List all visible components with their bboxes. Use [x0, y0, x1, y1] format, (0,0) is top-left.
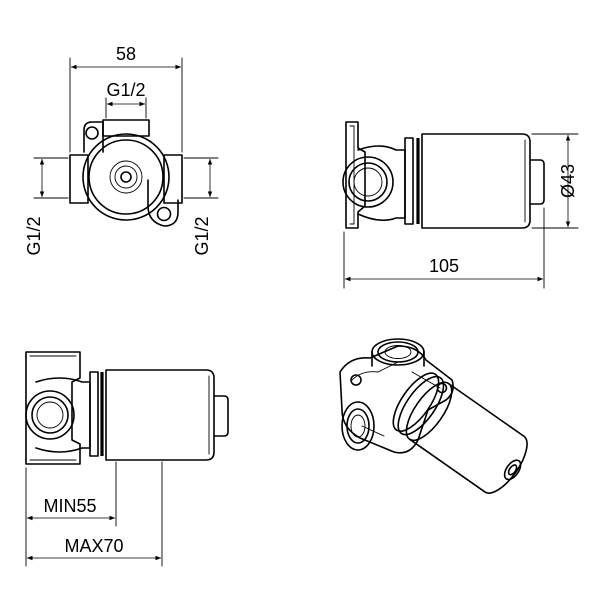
min-depth-label: MIN55	[43, 496, 96, 516]
side-view: Ø43 105	[342, 121, 579, 289]
isometric-view	[339, 338, 528, 494]
install-view: MIN55 MAX70	[25, 351, 229, 567]
front-view: 58 G1/2 G1/2 G1/2	[24, 44, 219, 256]
max-depth-label: MAX70	[64, 536, 123, 556]
length-105-label: 105	[429, 256, 459, 276]
thread-right-label: G1/2	[192, 216, 212, 255]
diameter-label: Ø43	[558, 164, 578, 198]
width-58-label: 58	[116, 44, 136, 64]
thread-left-label: G1/2	[24, 216, 44, 255]
thread-top-label: G1/2	[106, 80, 145, 100]
